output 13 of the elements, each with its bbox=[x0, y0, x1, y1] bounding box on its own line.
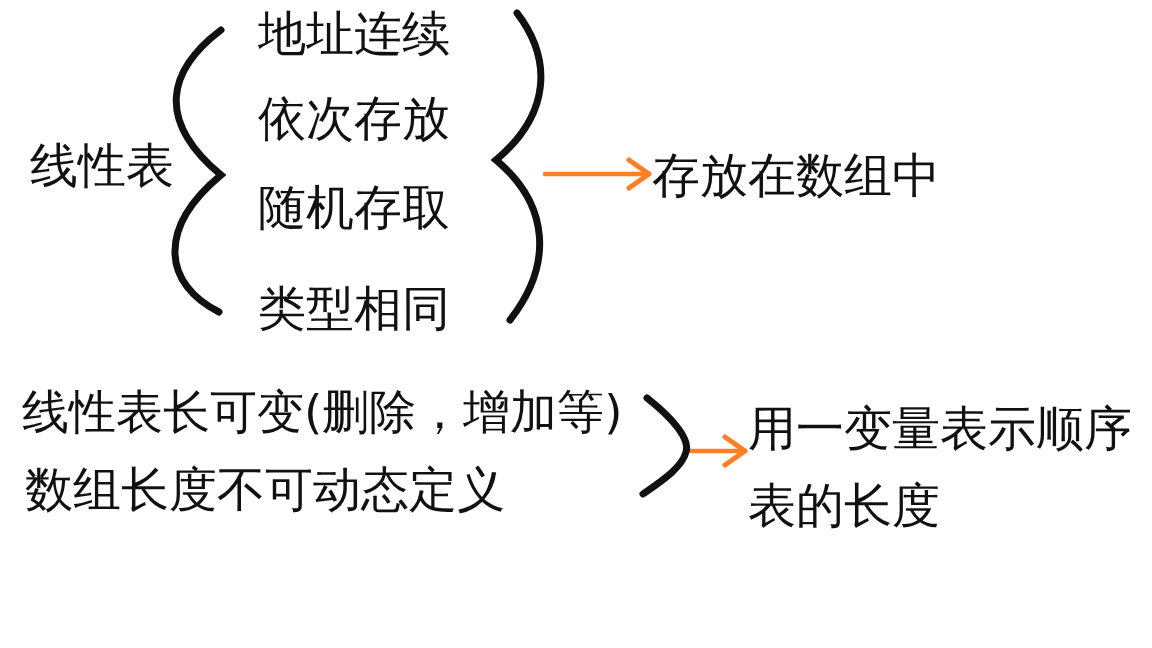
text-label: 地址连续 bbox=[258, 4, 450, 62]
curly-brace bbox=[491, 9, 545, 325]
text-label: 随机存取 bbox=[258, 178, 450, 236]
text-label: 线性表长可变(删除，增加等) bbox=[22, 383, 623, 441]
arrow bbox=[542, 157, 652, 191]
curly-brace bbox=[639, 394, 691, 498]
text-label: 数组长度不可动态定义 bbox=[25, 460, 505, 518]
text-label: 类型相同 bbox=[258, 279, 450, 337]
text-label: 存放在数组中 bbox=[652, 146, 942, 204]
text-label: 依次存放 bbox=[258, 89, 450, 147]
text-label: 用一变量表示顺序表的长度 bbox=[748, 390, 1138, 544]
arrow bbox=[688, 434, 748, 468]
text-label: 线性表 bbox=[30, 136, 174, 194]
